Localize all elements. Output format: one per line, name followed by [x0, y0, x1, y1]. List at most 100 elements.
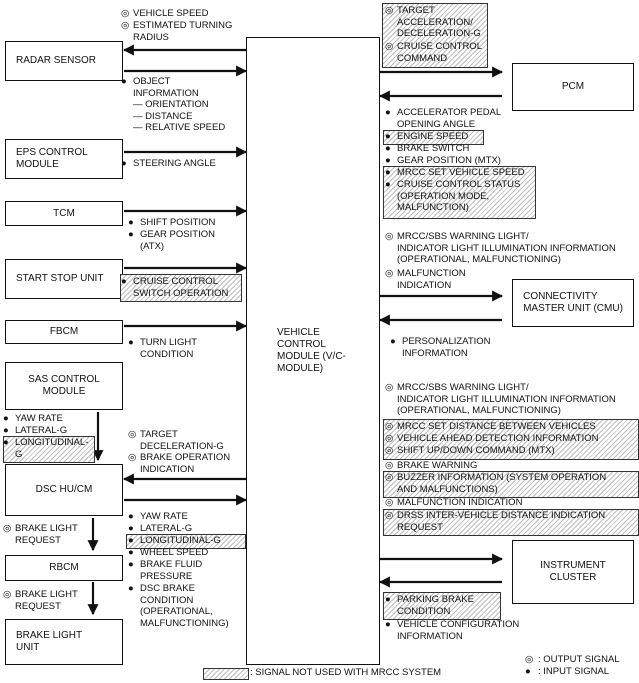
signal-label: ACCELERATOR PEDAL OPENING ANGLE — [397, 107, 502, 130]
symbol-output: ◎ — [385, 5, 394, 16]
unused-signal-highlight — [383, 166, 536, 219]
signal-label: BRAKE OPERATION INDICATION — [140, 452, 231, 475]
symbol-input: ● — [121, 76, 127, 87]
node-rbcm: RBCM — [5, 555, 123, 581]
symbol-input: ● — [128, 229, 134, 240]
symbol-input: ● — [128, 535, 134, 546]
signal-label: TURN LIGHT CONDITION — [140, 337, 197, 360]
symbol-input: ● — [128, 559, 134, 570]
symbol-output: ◎ — [385, 510, 394, 521]
symbol-output: ◎ — [121, 20, 130, 31]
node-vehicle-control-module: VEHICLE CONTROL MODULE (V/C- MODULE) — [246, 37, 380, 665]
symbol-input: ● — [525, 666, 531, 677]
signal-label: MRCC SET DISTANCE BETWEEN VEHICLES — [397, 421, 596, 432]
signal-label: YAW RATE — [140, 511, 188, 522]
signal-label: LATERAL-G — [15, 425, 68, 436]
legend-hatch-label: : SIGNAL NOT USED WITH MRCC SYSTEM — [250, 667, 442, 678]
symbol-input: ● — [128, 511, 134, 522]
symbol-output: ◎ — [128, 429, 137, 440]
signal-label: SHIFT POSITION — [140, 217, 216, 228]
signal-label: VEHICLE SPEED — [133, 8, 209, 19]
signal-label: SHIFT UP/DOWN COMMAND (MTX) — [397, 445, 555, 456]
symbol-output: ◎ — [3, 523, 12, 534]
unused-signal-highlight — [383, 509, 639, 536]
symbol-input: ● — [385, 155, 391, 166]
signal-label: VEHICLE CONFIGURATION INFORMATION — [397, 619, 520, 642]
symbol-input: ● — [121, 276, 127, 287]
unused-signal-highlight — [383, 130, 484, 145]
signal-label: GEAR POSITION (ATX) — [140, 229, 215, 252]
signal-label: PARKING BRAKE CONDITION — [397, 594, 474, 617]
unused-signal-highlight — [383, 471, 639, 498]
symbol-input: ● — [385, 143, 391, 154]
symbol-output: ◎ — [385, 268, 394, 279]
node-sas-control-module: SAS CONTROL MODULE — [5, 362, 123, 410]
signal-label: BRAKE WARNING — [397, 460, 478, 471]
legend-input-label: : INPUT SIGNAL — [538, 666, 610, 677]
node-fbcm: FBCM — [5, 320, 123, 344]
symbol-input: ● — [385, 594, 391, 605]
signal-label: OBJECT INFORMATION — ORIENTATION — DISTA… — [133, 76, 226, 133]
signal-label: DRSS INTER-VEHICLE DISTANCE INDICATION R… — [397, 510, 606, 533]
symbol-output: ◎ — [385, 41, 394, 52]
legend-hatch-swatch — [203, 668, 249, 680]
node-dsc-hu-cm: DSC HU/CM — [5, 464, 123, 516]
symbol-input: ● — [385, 619, 391, 630]
symbol-output: ◎ — [3, 589, 12, 600]
symbol-output: ◎ — [385, 421, 394, 432]
signal-label: ESTIMATED TURNING RADIUS — [133, 20, 233, 43]
signal-label: BRAKE LIGHT REQUEST — [15, 589, 78, 612]
symbol-input: ● — [128, 523, 134, 534]
node-brake-light-unit: BRAKE LIGHT UNIT — [5, 619, 123, 665]
symbol-output: ◎ — [385, 445, 394, 456]
symbol-input: ● — [121, 158, 127, 169]
symbol-input: ● — [390, 336, 396, 347]
unused-signal-highlight — [383, 592, 501, 620]
unused-signal-highlight — [382, 3, 488, 68]
signal-label: ENGINE SPEED — [397, 131, 469, 142]
node-tcm: TCM — [5, 201, 123, 226]
symbol-input: ● — [128, 337, 134, 348]
signal-label: DSC BRAKE CONDITION (OPERATIONAL, MALFUN… — [140, 583, 229, 629]
legend-output-label: : OUTPUT SIGNAL — [538, 654, 620, 665]
symbol-output: ◎ — [385, 460, 394, 471]
symbol-input: ● — [3, 437, 9, 448]
signal-label: MRCC/SBS WARNING LIGHT/ INDICATOR LIGHT … — [397, 231, 616, 265]
signal-label: LONGITUDINAL- G — [15, 437, 89, 460]
symbol-output: ◎ — [385, 433, 394, 444]
signal-label: CRUISE CONTROL SWITCH OPERATION — [133, 276, 229, 299]
symbol-input: ● — [385, 107, 391, 118]
signal-label: MALFUNCTION INDICATION — [397, 497, 523, 508]
symbol-output: ◎ — [385, 231, 394, 242]
symbol-input: ● — [128, 217, 134, 228]
signal-label: CRUISE CONTROL COMMAND — [397, 41, 482, 64]
signal-label: BRAKE LIGHT REQUEST — [15, 523, 78, 546]
signal-label: BRAKE SWITCH — [397, 143, 470, 154]
signal-label: PERSONALIZATION INFORMATION — [402, 336, 491, 359]
signal-label: MRCC SET VEHICLE SPEED — [397, 167, 525, 178]
symbol-input: ● — [385, 167, 391, 178]
node-connectivity-master-unit: CONNECTIVITY MASTER UNIT (CMU) — [512, 279, 634, 327]
symbol-output: ◎ — [128, 452, 137, 463]
symbol-input: ● — [385, 131, 391, 142]
signal-label: TARGET ACCELERATION/ DECELERATION-G — [397, 5, 481, 39]
node-eps-control-module: EPS CONTROL MODULE — [5, 139, 123, 179]
symbol-input: ● — [128, 583, 134, 594]
signal-label: VEHICLE AHEAD DETECTION INFORMATION — [397, 433, 599, 444]
symbol-output: ◎ — [385, 497, 394, 508]
signal-label: BRAKE FLUID PRESSURE — [140, 559, 203, 582]
signal-label: GEAR POSITION (MTX) — [397, 155, 501, 166]
signal-label: LONGITUDINAL-G — [140, 535, 221, 546]
signal-label: TARGET DECELERATION-G — [140, 429, 224, 452]
node-instrument-cluster: INSTRUMENT CLUSTER — [512, 540, 634, 604]
symbol-output: ◎ — [525, 654, 534, 665]
signal-label: STEERING ANGLE — [133, 158, 216, 169]
unused-signal-highlight — [120, 274, 242, 302]
symbol-output: ◎ — [385, 382, 394, 393]
signal-label: WHEEL SPEED — [140, 547, 209, 558]
symbol-input: ● — [128, 547, 134, 558]
signal-label: BUZZER INFORMATION (SYSTEM OPERATION AND… — [397, 472, 607, 495]
signal-label: YAW RATE — [15, 413, 63, 424]
unused-signal-highlight — [383, 419, 639, 460]
unused-signal-highlight — [3, 436, 95, 463]
